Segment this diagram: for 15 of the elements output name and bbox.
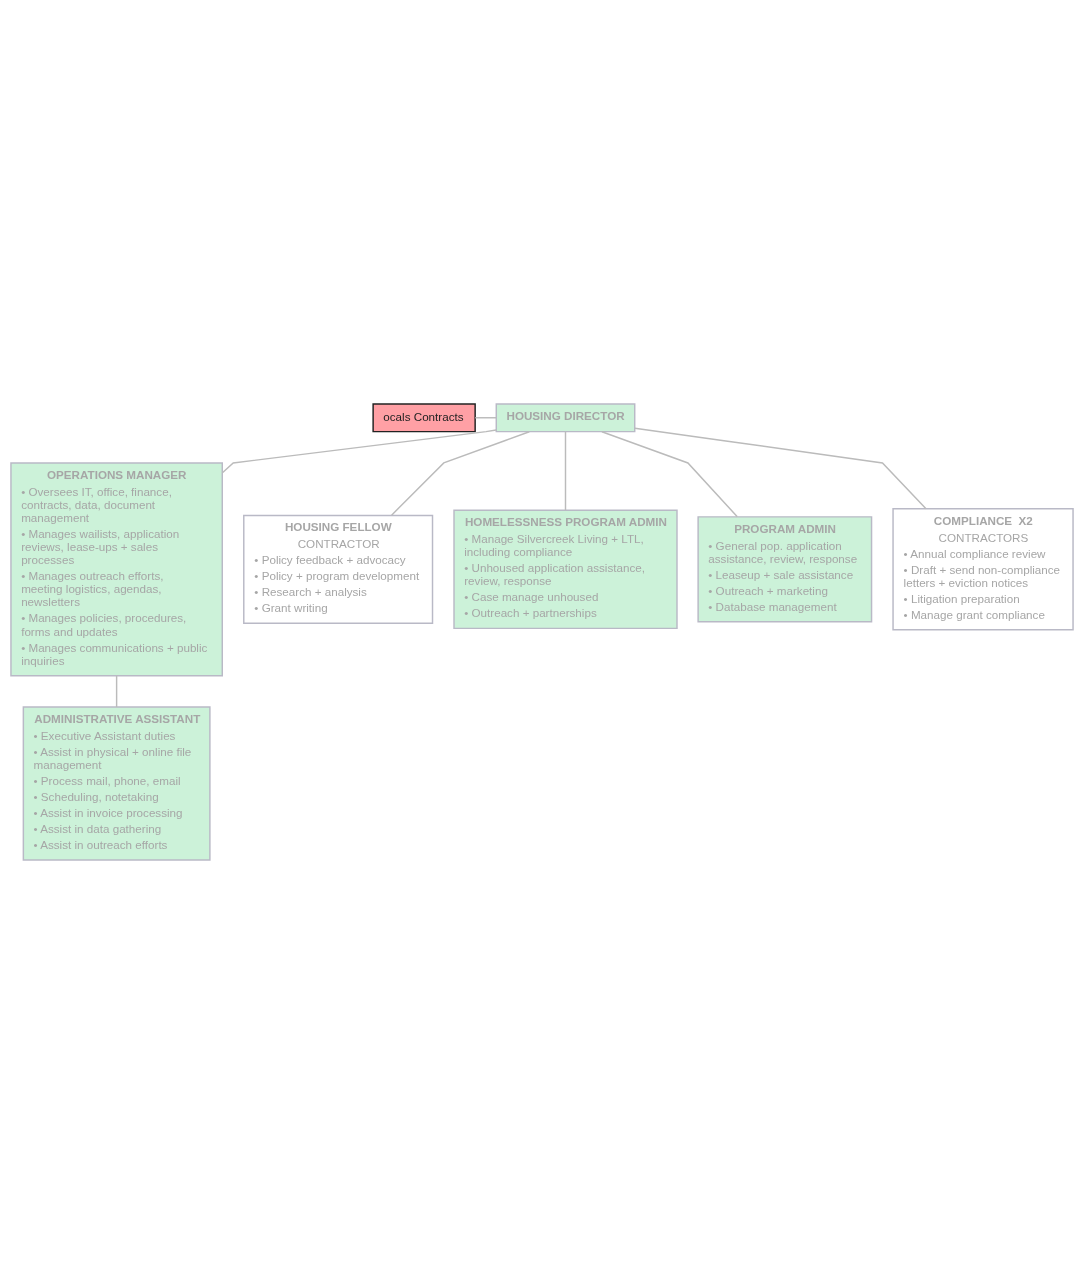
connector bbox=[115, 674, 118, 708]
node-box: ADMINISTRATIVE ASSISTANT • Executive Assistant duties • Assist in physical + online file management • Process mail, phone, email • Scheduling, notetaking • Assist in invoice processing • Assist in data gathering • Assist in outreach efforts bbox=[22, 705, 211, 861]
connector bbox=[634, 427, 927, 509]
connector bbox=[390, 430, 531, 516]
connector bbox=[601, 430, 738, 517]
connector bbox=[474, 416, 497, 418]
node-box: ocals Contracts bbox=[372, 402, 476, 432]
node-box: OPERATIONS MANAGER • Oversees IT, office, finance, contracts, data, document management • Manages wailists, application reviews, lease-ups + sales processes • Manages outreach efforts, meeting logistics, agendas, newsletters • Manages policies, procedures, forms and updates • Manages communications + public inquiries bbox=[10, 461, 223, 676]
node-box: HOUSING DIRECTOR bbox=[495, 402, 636, 432]
node-box: PROGRAM ADMIN • General pop. application assistance, review, response • Leaseup + sale assistance • Outreach + marketing • Database management bbox=[697, 515, 873, 623]
node-box: COMPLIANCE X2 CONTRACTORS • Annual compliance review • Draft + send non-compliance letters + eviction notices • Litigation preparation • Manage grant compliance bbox=[892, 507, 1074, 631]
node-box: HOMELESSNESS PROGRAM ADMIN • Manage Silvercreek Living + LTL, including compliance • Unhoused application assistance, review, response • Case manage unhoused • Outreach + partnerships bbox=[453, 509, 678, 629]
node-box: HOUSING FELLOW CONTRACTOR • Policy feedback + advocacy • Policy + program development • Research + analysis • Grant writing bbox=[243, 514, 434, 624]
connector bbox=[564, 430, 567, 511]
connector bbox=[221, 428, 497, 473]
